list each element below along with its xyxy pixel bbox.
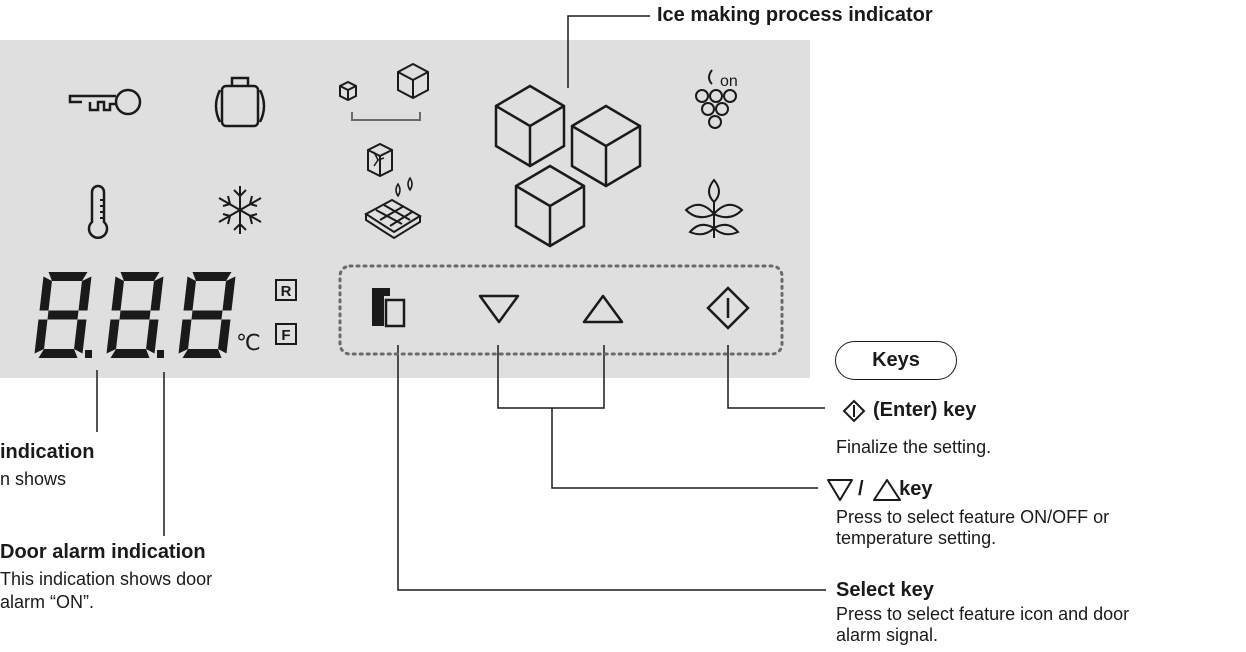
updown-key-title: / key <box>858 478 933 500</box>
door-alarm-desc-1: This indication shows door <box>0 569 213 589</box>
segment-c <box>218 319 231 354</box>
segment-g <box>191 310 223 320</box>
small-large-cube-icon <box>339 62 429 121</box>
updown-key-leader-2 <box>551 408 818 489</box>
snowflake-icon <box>218 186 262 234</box>
down-triangle-small-icon <box>827 479 853 501</box>
key-icon <box>68 88 142 116</box>
ice-cubes-icon <box>494 84 642 248</box>
temp-unit-label: ℃ <box>236 330 261 355</box>
updown-key-desc-2: temperature setting. <box>836 528 997 548</box>
up-triangle-small-icon <box>873 479 901 501</box>
keys-area-outline <box>338 264 784 356</box>
select-key-leader <box>397 345 826 591</box>
segment-d <box>110 349 150 358</box>
enter-key-title: (Enter) key <box>873 399 977 421</box>
enter-key-leader <box>727 345 825 409</box>
decimal-point <box>157 350 164 358</box>
grape-icon <box>695 69 737 129</box>
seven-segment-display <box>34 272 236 358</box>
enter-key-desc: Finalize the setting. <box>836 437 992 457</box>
down-triangle-icon[interactable] <box>478 294 520 324</box>
enter-key-icon[interactable] <box>706 286 750 330</box>
svg-text:R: R <box>281 283 292 300</box>
segment-e <box>34 319 48 354</box>
segment-d <box>38 349 78 358</box>
temp-indication-desc: n shows <box>0 469 67 489</box>
segment-a <box>48 272 88 281</box>
keys-badge: Keys <box>835 341 957 380</box>
segment-b <box>150 276 164 311</box>
select-key-icon[interactable] <box>372 288 406 328</box>
segment-g <box>47 310 79 320</box>
cube-sparkle-icon <box>367 142 393 178</box>
segment-a <box>120 272 160 281</box>
unit-r-box: R <box>275 279 297 301</box>
select-key-desc-2: alarm signal. <box>836 625 939 645</box>
svg-text:F: F <box>281 327 290 344</box>
enter-key-small-icon <box>842 399 866 423</box>
select-key-title: Select key <box>836 579 934 601</box>
thermometer-icon <box>87 184 109 239</box>
ice-indicator-leader <box>567 15 650 88</box>
chocolate-drop-icon <box>364 176 422 240</box>
leaf-plant-icon <box>684 178 744 238</box>
segment-g <box>119 310 151 320</box>
door-alarm-desc-2: alarm “ON”. <box>0 592 94 612</box>
segment-a <box>192 272 232 281</box>
segment-f <box>183 276 196 311</box>
select-key-desc-1: Press to select feature icon and door <box>836 604 1130 624</box>
segment-d <box>182 349 222 358</box>
updown-key-leader <box>497 345 605 409</box>
segment-f <box>111 276 124 311</box>
up-triangle-icon[interactable] <box>582 294 624 324</box>
segment-b <box>222 276 236 311</box>
ice-indicator-title: Ice making process indicator <box>657 4 933 26</box>
segment-b <box>78 276 92 311</box>
updown-key-desc-1: Press to select feature ON/OFF or <box>836 507 1110 527</box>
grape-on-label: on <box>720 73 738 90</box>
segment-c <box>146 319 159 354</box>
unit-f-box: F <box>275 323 297 345</box>
segment-c <box>74 319 87 354</box>
segment-e <box>106 319 120 354</box>
segment-f <box>39 276 52 311</box>
decimal-point <box>85 350 92 358</box>
door-alarm-title: Door alarm indication <box>0 541 206 563</box>
segment-e <box>178 319 192 354</box>
suitcase-icon <box>214 76 266 128</box>
temp-indication-title: indication <box>0 441 95 463</box>
